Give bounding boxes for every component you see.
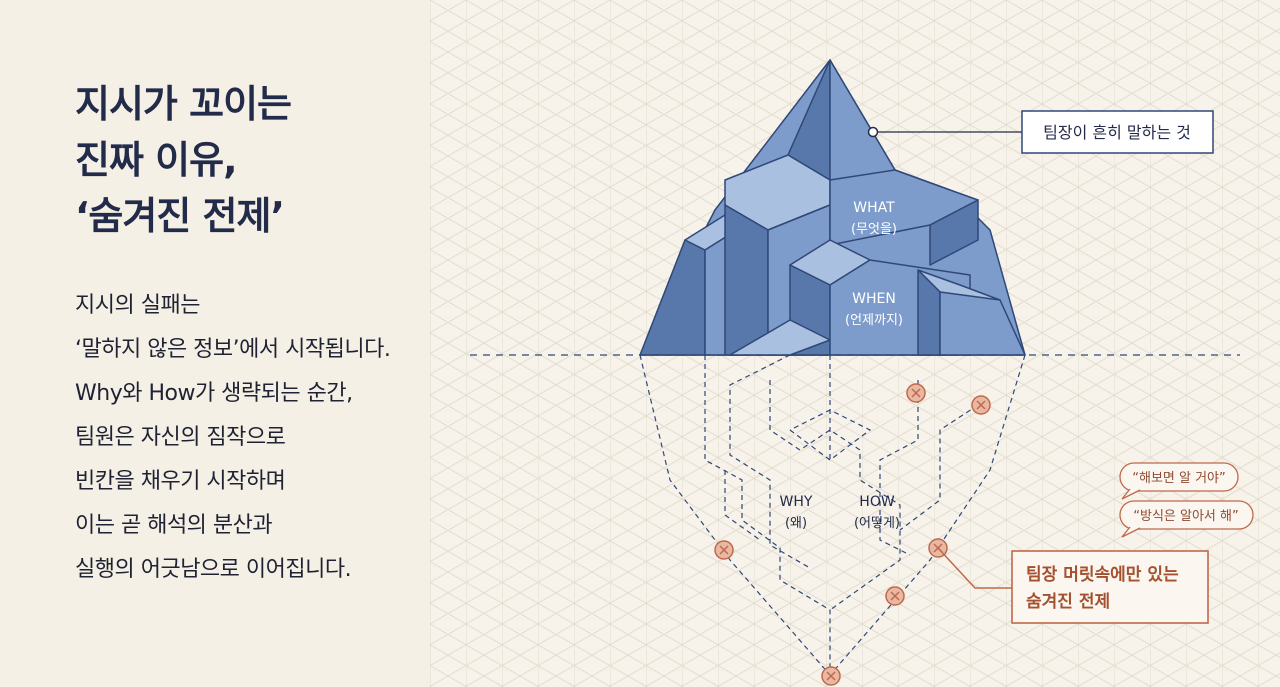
title-line-1: 지시가 꼬이는 <box>75 82 292 126</box>
body-line-6: 이는 곧 해석의 분산과 <box>75 513 273 538</box>
quote-2-text: “방식은 알아서 해” <box>1133 509 1238 524</box>
when-sublabel: (언제까지) <box>845 313 903 328</box>
hidden-callout-line-1: 팀장 머릿속에만 있는 <box>1026 565 1179 585</box>
iceberg-above-water <box>639 59 1026 356</box>
iceberg-diagram: WHAT (무엇을) WHEN (언제까지) WHY (왜) HOW (어떻게) <box>430 0 1280 687</box>
when-label: WHEN <box>852 291 896 307</box>
body-line-3: Why와 How가 생략되는 순간, <box>75 381 353 406</box>
above-callout-text: 팀장이 흔히 말하는 것 <box>1043 123 1191 142</box>
why-sublabel: (왜) <box>785 516 807 531</box>
quote-bubble-1: “해보면 알 거야” <box>1119 462 1239 500</box>
what-sublabel: (무엇을) <box>851 222 897 237</box>
body-line-4: 팀원은 자신의 짐작으로 <box>75 425 286 450</box>
quote-1-text: “해보면 알 거야” <box>1132 471 1226 486</box>
quote-bubble-2: “방식은 알아서 해” <box>1119 500 1254 538</box>
x-marker-icon <box>885 586 905 606</box>
body-line-2: ‘말하지 않은 정보’에서 시작됩니다. <box>75 337 391 362</box>
how-sublabel: (어떻게) <box>854 516 900 531</box>
body-line-7: 실행의 어긋남으로 이어집니다. <box>75 557 352 582</box>
title-line-2: 진짜 이유, <box>75 138 238 182</box>
x-marker-icon <box>714 540 734 560</box>
hidden-callout-line-2: 숨겨진 전제 <box>1026 592 1110 612</box>
title-line-3: ‘숨겨진 전제’ <box>75 194 285 238</box>
why-label: WHY <box>780 494 813 510</box>
body-line-1: 지시의 실패는 <box>75 293 200 318</box>
hidden-premise-callout: 팀장 머릿속에만 있는 숨겨진 전제 <box>937 547 1209 624</box>
page-title: 지시가 꼬이는 진짜 이유, ‘숨겨진 전제’ <box>75 76 292 244</box>
how-label: HOW <box>859 494 895 510</box>
callout-anchor-icon <box>867 126 879 138</box>
x-marker-icon <box>971 395 991 415</box>
iceberg-below-water <box>639 354 1026 676</box>
body-line-5: 빈칸을 채우기 시작하며 <box>75 469 286 494</box>
top-callout: 팀장이 흔히 말하는 것 <box>867 110 1214 154</box>
x-marker-icon <box>821 666 841 686</box>
what-label: WHAT <box>853 200 895 216</box>
left-text-panel: 지시가 꼬이는 진짜 이유, ‘숨겨진 전제’ 지시의 실패는 ‘말하지 않은 … <box>0 0 430 687</box>
body-paragraph: 지시의 실패는 ‘말하지 않은 정보’에서 시작됩니다. Why와 How가 생… <box>75 284 391 592</box>
x-marker-icon <box>906 383 926 403</box>
iceberg-svg: WHAT (무엇을) WHEN (언제까지) WHY (왜) HOW (어떻게) <box>430 0 1280 687</box>
